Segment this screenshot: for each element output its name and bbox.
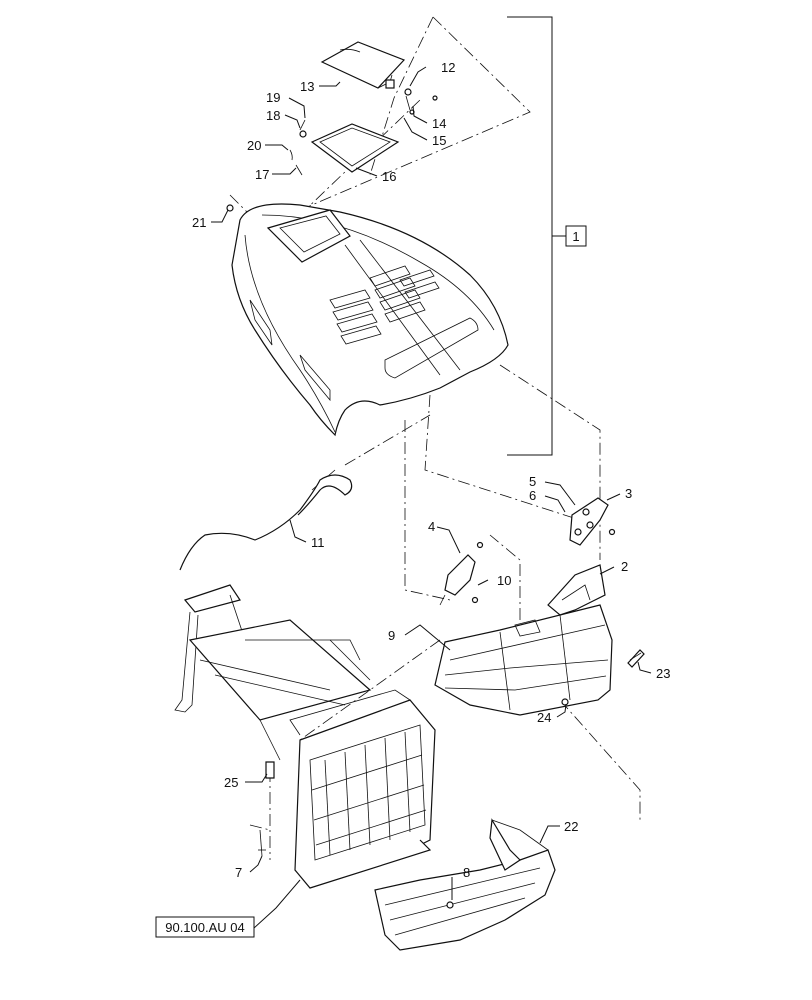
- callout-11: 11: [311, 535, 325, 550]
- fasteners: [258, 761, 275, 857]
- leader-lines: [211, 66, 652, 929]
- hood-panel: [231, 203, 509, 437]
- callout-15: 15: [432, 133, 446, 148]
- callout-7: 7: [235, 865, 242, 880]
- top-hardware: [226, 88, 438, 212]
- callout-25: 25: [224, 775, 238, 790]
- callout-9: 9: [388, 628, 395, 643]
- callout-8: 8: [463, 865, 470, 880]
- callout-3: 3: [625, 486, 632, 501]
- callout-4: 4: [428, 519, 435, 534]
- screw-part: [561, 698, 569, 706]
- callout-24: 24: [537, 710, 551, 725]
- seal-strip: [179, 474, 353, 571]
- front-skirt: [374, 818, 556, 951]
- callout-16: 16: [382, 169, 396, 184]
- callout-23: 23: [656, 666, 670, 681]
- hinge-bracket: [569, 497, 616, 546]
- nose-cone: [434, 604, 613, 716]
- callout-5: 5: [529, 474, 536, 489]
- access-lid: [320, 41, 406, 89]
- callout-19: 19: [266, 90, 280, 105]
- callout-2: 2: [621, 559, 628, 574]
- assembly-bracket: [507, 16, 587, 456]
- callout-20: 20: [247, 138, 261, 153]
- spring-part: [627, 649, 645, 668]
- support-frame: [174, 584, 372, 761]
- callout-18: 18: [266, 108, 280, 123]
- seal-frame: [310, 123, 400, 173]
- reference-box: 90.100.AU 04: [155, 916, 255, 938]
- reference-label: 90.100.AU 04: [165, 920, 245, 935]
- callout-21: 21: [192, 215, 206, 230]
- callout-12: 12: [441, 60, 455, 75]
- nose-bracket: [514, 564, 606, 637]
- latch-bracket: [439, 541, 484, 606]
- callout-22: 22: [564, 819, 578, 834]
- callout-labels: 1 2 3 4 5 6 7 8 9 10 11 12 13 14 15 16 1…: [192, 60, 670, 880]
- callout-6: 6: [529, 488, 536, 503]
- callout-14: 14: [432, 116, 446, 131]
- callout-13: 13: [300, 79, 314, 94]
- grille-radiator: [265, 689, 436, 889]
- callout-10: 10: [497, 573, 511, 588]
- hood-vents: [329, 265, 440, 345]
- callout-17: 17: [255, 167, 269, 182]
- callout-1: 1: [572, 229, 579, 244]
